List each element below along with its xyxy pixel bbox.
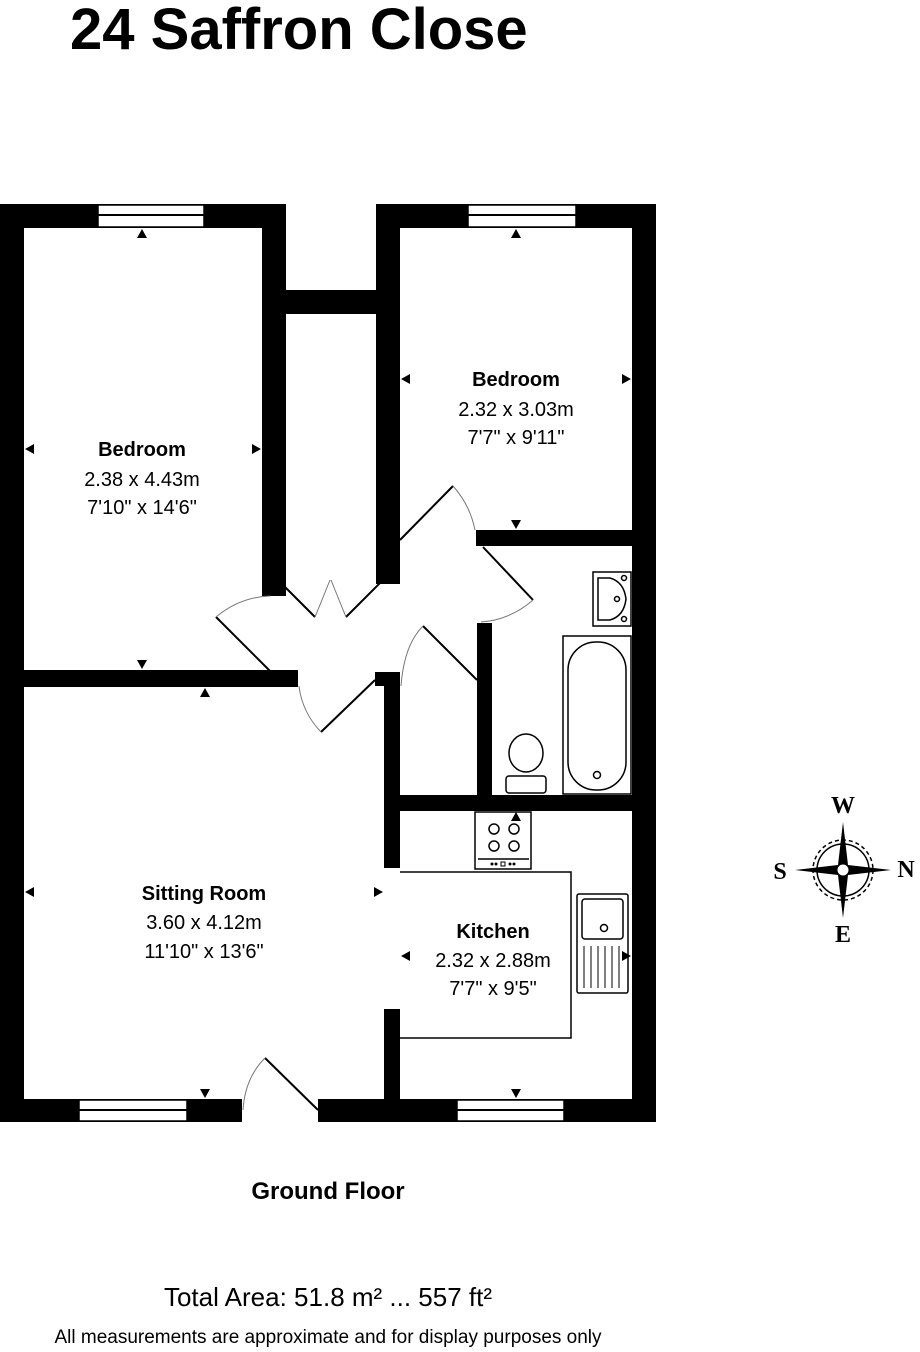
room-imperial: 7'7" x 9'11" [467,427,564,449]
arrow-down-icon [511,1089,521,1098]
walls [0,204,656,1122]
room-metric: 2.32 x 2.88m [435,950,551,972]
bathtub [562,635,632,795]
wall-bedroom1-bottom [0,670,298,687]
toilet [505,733,547,794]
measurement-arrows [25,229,631,1098]
wall-sitting-right-upper [384,672,400,868]
arrow-right-icon [622,374,631,384]
arrow-left-icon [25,887,34,897]
property-title: 24 Saffron Close [70,0,528,62]
windows [78,204,577,1122]
kitchen-fixtures [400,811,629,1039]
room-imperial: 7'7" x 9'5" [449,978,536,1000]
window-bedroom2 [467,204,577,228]
door-cupboard [277,579,384,618]
door-hall-kitchen [400,625,478,687]
outer-wall-left [0,204,24,1122]
wall-bathroom-top [476,530,656,546]
room-label-sitting-room: Sitting Room 3.60 x 4.12m 11'10" x 13'6" [142,883,266,963]
room-metric: 2.38 x 4.43m [84,469,200,491]
arrow-left-icon [401,951,410,961]
room-name: Bedroom [98,439,186,461]
wall-bathroom-left [477,623,492,809]
compass-north: N [897,857,915,883]
window-bedroom1 [97,204,205,228]
wall-bedroom1-right [262,204,286,596]
arrow-left-icon [25,444,34,454]
hob [474,811,532,870]
arrow-up-icon [200,688,210,697]
room-name: Bedroom [472,369,560,391]
compass-rose-icon: W E S N [773,793,915,948]
wall-bedroom2-left [376,204,400,584]
total-area: Total Area: 51.8 m² ... 557 ft² [163,1282,493,1312]
room-imperial: 7'10" x 14'6" [87,497,197,519]
bathroom-fixtures [505,571,632,795]
arrow-up-icon [511,229,521,238]
arrow-left-icon [401,374,410,384]
room-name: Sitting Room [142,883,266,905]
worktop-island [400,871,572,1039]
floor-label: Ground Floor [251,1178,405,1205]
wall-sitting-right-lower [384,1009,400,1122]
arrow-right-icon [252,444,261,454]
room-label-bedroom-2: Bedroom 2.32 x 3.03m 7'7" x 9'11" [458,369,574,449]
arrow-up-icon [511,812,521,821]
door-bathroom [480,546,534,623]
wall-kitchen-top [384,795,656,811]
arrow-up-icon [137,229,147,238]
arrow-down-icon [511,520,521,529]
compass-west: W [831,793,855,819]
room-metric: 2.32 x 3.03m [458,399,574,421]
doors [215,485,534,1111]
room-imperial: 11'10" x 13'6" [144,941,263,963]
door-sitting-room [298,679,376,733]
compass-east: E [835,922,851,948]
arrow-right-icon [374,887,383,897]
window-sitting-room [78,1099,188,1122]
arrow-down-icon [200,1089,210,1098]
disclaimer: All measurements are approximate and for… [54,1327,602,1348]
compass-south: S [773,859,786,885]
room-name: Kitchen [456,921,529,943]
arrow-down-icon [137,660,147,669]
arrow-right-icon [622,951,631,961]
room-label-kitchen: Kitchen 2.32 x 2.88m 7'7" x 9'5" [435,921,551,1000]
sink [576,893,629,994]
door-bedroom2 [399,485,476,541]
outer-wall-right [632,204,656,1122]
door-bedroom1 [215,595,271,672]
wash-basin [592,571,632,627]
door-front [242,1057,319,1111]
window-kitchen [456,1099,565,1122]
room-metric: 3.60 x 4.12m [146,912,262,934]
room-label-bedroom-1: Bedroom 2.38 x 4.43m 7'10" x 14'6" [84,439,200,519]
